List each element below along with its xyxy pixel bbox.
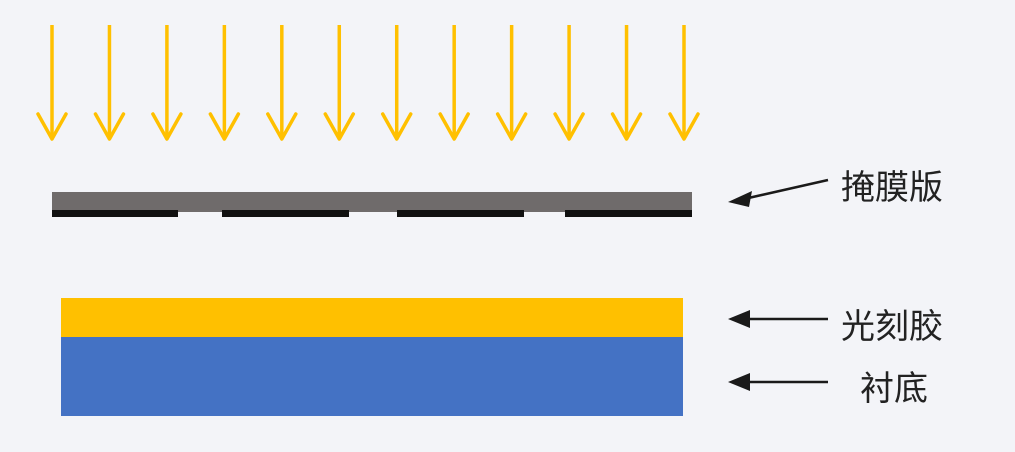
- light-arrow-icon: [668, 25, 700, 141]
- light-arrow-head: [266, 112, 298, 141]
- light-arrow-icon: [553, 25, 585, 141]
- photoresist-layer: [61, 298, 683, 337]
- photoresist-label: 光刻胶: [841, 307, 943, 347]
- photoresist-pointer-arrowhead: [728, 310, 750, 328]
- substrate-pointer-arrowhead: [728, 373, 750, 391]
- light-arrow-head: [36, 112, 68, 141]
- light-arrow-head: [151, 112, 183, 141]
- mask-pointer-line: [743, 178, 829, 201]
- mask-pointer-arrowhead: [728, 191, 752, 207]
- substrate-pointer: [728, 373, 828, 391]
- light-arrow-icon: [93, 25, 126, 141]
- light-arrow-icon: [495, 25, 528, 141]
- light-arrow-head: [208, 112, 241, 141]
- mask-pattern-segment: [565, 210, 692, 217]
- mask-pointer: [728, 178, 829, 207]
- exposure-light-arrows: [36, 25, 700, 141]
- light-arrow-icon: [36, 25, 68, 141]
- light-arrow-head: [495, 112, 528, 141]
- substrate-layer: [61, 337, 683, 416]
- light-arrow-icon: [438, 25, 470, 141]
- light-arrow-icon: [380, 25, 413, 141]
- mask-label: 掩膜版: [841, 168, 943, 208]
- mask-pattern-segment: [222, 210, 349, 217]
- mask-plate: [52, 192, 692, 212]
- light-arrow-icon: [208, 25, 241, 141]
- mask-pattern: [52, 210, 692, 217]
- light-arrow-head: [553, 112, 585, 141]
- light-arrow-head: [668, 112, 700, 141]
- light-arrow-head: [380, 112, 413, 141]
- light-arrow-head: [438, 112, 470, 141]
- substrate-label: 衬底: [860, 369, 928, 409]
- light-arrow-head: [323, 112, 356, 141]
- mask-pattern-segment: [52, 210, 178, 217]
- light-arrow-icon: [323, 25, 356, 141]
- mask: [52, 192, 692, 217]
- light-arrow-icon: [266, 25, 298, 141]
- light-arrow-icon: [610, 25, 643, 141]
- mask-pattern-segment: [397, 210, 524, 217]
- light-arrow-head: [610, 112, 643, 141]
- light-arrow-icon: [151, 25, 183, 141]
- photoresist-pointer: [728, 310, 828, 328]
- light-arrow-head: [93, 112, 126, 141]
